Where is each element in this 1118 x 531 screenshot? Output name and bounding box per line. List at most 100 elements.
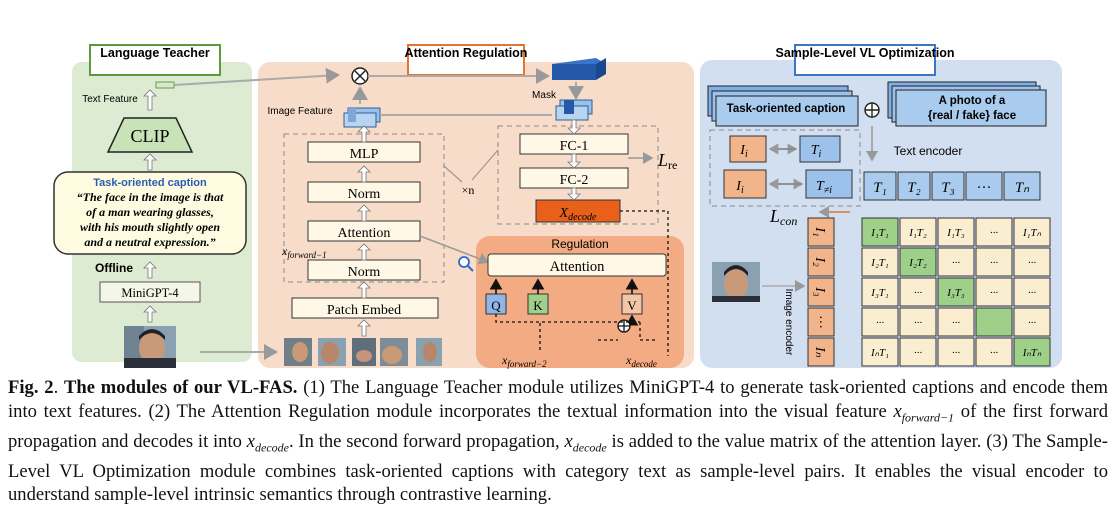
- x-forward-2-label: xforward−2: [501, 353, 547, 369]
- matrix-cell: [1013, 277, 1051, 307]
- caption-part-1: (1) The Language Teacher module utilizes…: [8, 377, 1108, 422]
- i-cell-3: I₃: [812, 286, 827, 297]
- up-arrow-icon: [143, 261, 157, 279]
- matrix-cell-label: I₁T₂: [908, 227, 927, 239]
- matrix-cell: [975, 337, 1013, 367]
- times-n-label: ×n: [462, 183, 475, 197]
- offline-label: Offline: [95, 261, 133, 275]
- matrix-cell-label: ···: [914, 347, 923, 359]
- matrix-cell: [937, 217, 975, 247]
- text-feature-bar: [155, 81, 175, 89]
- matrix-cell-label: ···: [990, 227, 999, 239]
- q-label: Q: [491, 298, 501, 313]
- caption-xf: x: [893, 400, 902, 422]
- caption-line-2: of a man wearing glasses,: [86, 205, 214, 219]
- text-feature-label: Text Feature: [82, 94, 138, 105]
- i-cell-5: Iₙ: [812, 346, 827, 358]
- matrix-cell-label: I₁T₁: [870, 227, 889, 239]
- image-feature-stack: [343, 107, 381, 128]
- matrix-cell-label: I₂T₁: [870, 257, 889, 269]
- face-image: [124, 326, 176, 368]
- minigpt-label: MiniGPT-4: [121, 286, 179, 300]
- mlp-label: MLP: [350, 147, 379, 162]
- decoder-block: [497, 125, 659, 225]
- mask-block-top: [552, 58, 606, 80]
- regulation-label: Regulation: [551, 237, 608, 251]
- pair-arrows: [768, 143, 804, 190]
- dashed-connectors: [495, 210, 669, 356]
- caption-part-3: . In the second forward propagation,: [288, 430, 565, 452]
- patch-images: [284, 338, 442, 366]
- fc2-label: FC-2: [560, 173, 589, 188]
- decoder-arrows: [567, 119, 581, 201]
- photo-line-2: {real / fake} face: [928, 110, 1016, 122]
- sample-level-title: Sample-Level VL Optimization: [776, 46, 955, 60]
- matrix-cell: [861, 277, 899, 307]
- matrix-cell-label: I₂T₂: [908, 257, 927, 269]
- task-caption-stack: [707, 85, 859, 127]
- vl-fas-diagram: Language Teacher Attention Regulation Sa…: [53, 44, 1062, 369]
- matrix-cell: [899, 247, 937, 277]
- task-caption-label: Task-oriented caption: [727, 103, 846, 115]
- language-teacher-title: Language Teacher: [100, 46, 210, 60]
- caption-line-4: and a neutral expression.”: [84, 235, 215, 249]
- matrix-cell-label: I₃T₃: [946, 287, 965, 299]
- t-cell-2: T₂: [907, 180, 921, 196]
- matrix-cell: [975, 247, 1013, 277]
- matrix-cell-label: ···: [1028, 287, 1037, 299]
- caption-xd2: x: [564, 430, 573, 452]
- matrix-cell: [975, 307, 1013, 337]
- photo-line-1: A photo of a: [939, 95, 1006, 107]
- clip-label: CLIP: [130, 126, 169, 146]
- ti-bottom-label: T≠i: [816, 179, 832, 196]
- clip-block: [106, 117, 194, 153]
- matrix-cell: [937, 277, 975, 307]
- t-row: [863, 171, 1041, 201]
- t-cell-4: ···: [977, 180, 992, 196]
- matrix-cell: [975, 217, 1013, 247]
- pair-box: [709, 129, 861, 207]
- text-encoder-label: Text encoder: [894, 144, 963, 158]
- up-arrow-icon: [143, 89, 157, 111]
- matrix-cell: [1013, 217, 1051, 247]
- face-image-right: [712, 262, 760, 302]
- matrix-cell: [1013, 247, 1051, 277]
- matrix-cell: [899, 217, 937, 247]
- matrix-cell-label: IₙT₁: [870, 347, 889, 359]
- matrix-cell: [861, 337, 899, 367]
- ii-bottom-label: Ii: [735, 179, 744, 196]
- matrix-cell: [1013, 307, 1051, 337]
- matrix-cell-label: ···: [914, 287, 923, 299]
- fig-number: Fig. 2: [8, 377, 54, 398]
- attention-label: Attention: [338, 226, 391, 241]
- caption-xd: x: [246, 430, 255, 452]
- matrix-cell-label: ···: [952, 317, 961, 329]
- minigpt-box: [99, 281, 201, 303]
- matrix-cell-label: ···: [990, 347, 999, 359]
- x-decode-label: Xdecode: [559, 206, 597, 223]
- up-arrow-icon: [143, 153, 157, 171]
- up-arrow-icon: [143, 305, 157, 323]
- matrix-cell: [899, 307, 937, 337]
- image-encoder-label: Image encoder: [783, 289, 794, 356]
- matrix-cell: [937, 307, 975, 337]
- t-cell-3: T₃: [941, 180, 955, 196]
- k-label: K: [533, 298, 543, 313]
- matrix-cell-label: ···: [1028, 257, 1037, 269]
- matrix-cell-label: IₙTₙ: [1022, 347, 1042, 359]
- matrix-cell: [861, 247, 899, 277]
- matrix-cell-label: ···: [990, 287, 999, 299]
- masked-feature-stack: [555, 99, 593, 121]
- caption-part-4: is added to the value matrix of the atte…: [8, 430, 1108, 506]
- l-con-label: Lcon: [769, 206, 797, 228]
- magnifier-icon: [458, 256, 474, 272]
- patch-embed-label: Patch Embed: [327, 303, 401, 318]
- matrix-cell: [1013, 337, 1051, 367]
- caption-line-3: with his mouth slightly open: [80, 220, 220, 234]
- matrix-cell-label: ···: [990, 257, 999, 269]
- i-cell-4: ···: [812, 315, 827, 329]
- matrix-cell: [899, 277, 937, 307]
- photo-text-stack: [887, 81, 1047, 127]
- norm-label-1: Norm: [348, 187, 381, 202]
